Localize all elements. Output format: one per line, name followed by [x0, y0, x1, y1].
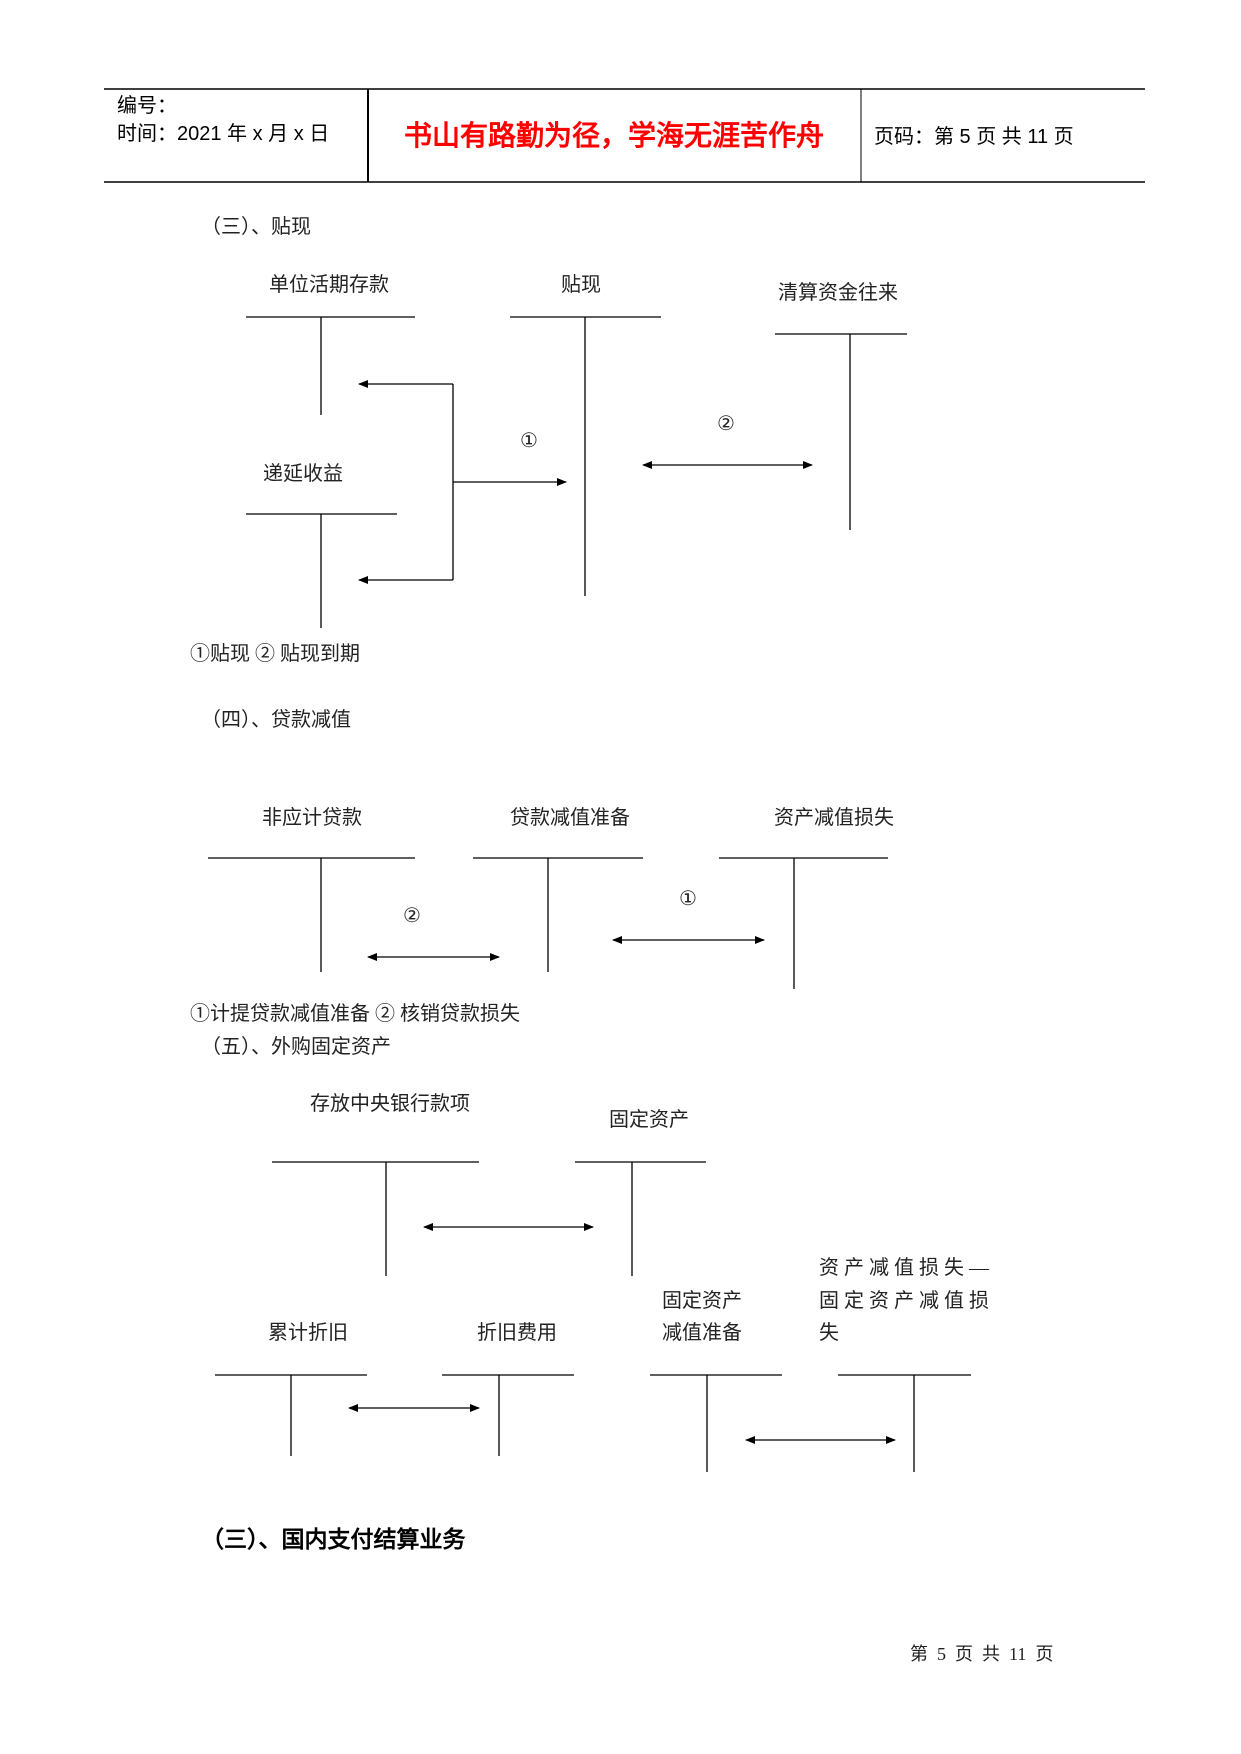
document-date-label: 时间：2021 年 x 月 x 日: [117, 123, 330, 145]
account-label: 递延收益: [263, 463, 343, 485]
step-marker: ①: [520, 430, 538, 452]
account-label: 固定资产减值损: [819, 1290, 994, 1312]
account-label: 固定资产: [662, 1290, 742, 1312]
diagram-legend: ①计提贷款减值准备 ② 核销贷款损失: [190, 1003, 520, 1025]
account-label: 资产减值损失—: [819, 1257, 994, 1279]
account-label: 失: [819, 1322, 844, 1344]
account-label: 资产减值损失: [774, 807, 894, 829]
account-label: 贴现: [561, 274, 601, 296]
step-marker: ②: [717, 413, 735, 435]
account-label: 存放中央银行款项: [310, 1093, 470, 1115]
account-label: 折旧费用: [477, 1322, 557, 1344]
section-heading: （三）、国内支付结算业务: [201, 1527, 466, 1552]
step-marker: ①: [679, 888, 697, 910]
step-marker: ②: [403, 905, 421, 927]
account-label: 固定资产: [609, 1109, 689, 1131]
document-number-label: 编号：: [117, 95, 177, 117]
account-label: 单位活期存款: [269, 274, 389, 296]
page-indicator: 页码：第 5 页 共 11 页: [874, 126, 1074, 148]
account-label: 累计折旧: [268, 1322, 348, 1344]
section-title-impairment: （四）、贷款减值: [201, 709, 351, 731]
account-label: 非应计贷款: [262, 807, 362, 829]
page-footer: 第 5 页 共 11 页: [910, 1644, 1054, 1664]
account-label: 清算资金往来: [778, 282, 898, 304]
section-title-fixed-assets: （五）、外购固定资产: [201, 1036, 391, 1058]
account-label: 贷款减值准备: [510, 807, 630, 829]
account-label: 减值准备: [662, 1322, 742, 1344]
header-motto: 书山有路勤为径，学海无涯苦作舟: [403, 121, 825, 152]
section-title-discount: （三）、贴现: [201, 216, 311, 238]
diagram-legend: ①贴现 ② 贴现到期: [190, 643, 360, 665]
